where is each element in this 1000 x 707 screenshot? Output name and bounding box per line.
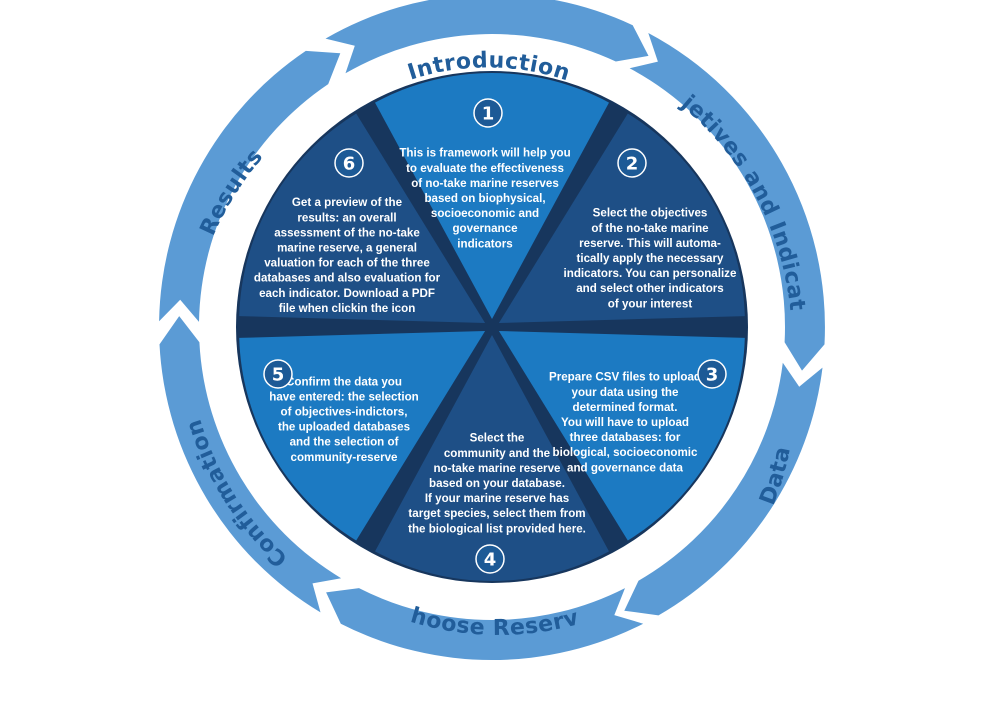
stage-arrow-1	[325, 0, 649, 74]
step-2-line: tically apply the necessary	[577, 252, 724, 265]
step-5-line: have entered: the selection	[269, 390, 418, 403]
stage-arrow-3	[624, 362, 823, 616]
step-1-line: to evaluate the effectiveness	[406, 162, 564, 175]
step-wedge-3	[498, 331, 745, 541]
step-6-line: marine reserve, a general	[277, 241, 417, 254]
step-badge-6	[334, 148, 364, 178]
step-2-line: of the no-take marine	[591, 222, 709, 235]
step-wedge-2	[498, 113, 745, 323]
step-badge-5	[263, 359, 293, 389]
step-number-2: 2	[626, 154, 639, 175]
step-1-line: indicators	[457, 237, 512, 250]
step-number-5: 5	[272, 365, 285, 386]
step-description-3: Prepare CSV files to upload your data usi…	[549, 371, 701, 475]
step-6-line: valuation for each of the three	[264, 257, 430, 270]
step-description-1: This is framework will help you to evalua…	[399, 147, 570, 251]
step-4-line: the biological list provided here.	[408, 522, 586, 535]
step-badge-1	[473, 98, 503, 128]
step-description-6: Get a preview of the results: an overall a…	[254, 196, 441, 315]
stage-arrow-4	[326, 588, 644, 661]
step-5-line: and the selection of	[290, 436, 399, 449]
step-2-line: reserve. This will automa-	[579, 237, 721, 250]
step-6-line: assessment of the no-take	[274, 226, 420, 239]
step-1-line: based on biophysical,	[424, 192, 545, 205]
step-3-line: biological, socioeconomic	[553, 446, 699, 459]
step-badge-4	[475, 544, 505, 574]
stage-arrow-5	[159, 316, 342, 613]
step-1-line: This is framework will help you	[399, 147, 570, 160]
stage-arrow-2	[629, 33, 825, 371]
step-3-line: your data using the	[572, 386, 679, 399]
step-wedge-1	[375, 72, 609, 319]
step-4-line: based on your database.	[429, 477, 565, 490]
step-number-1: 1	[482, 104, 495, 125]
step-1-line: governance	[452, 222, 518, 235]
step-1-line: of no-take marine reserves	[411, 177, 559, 190]
step-5-line: of objectives-indictors,	[281, 405, 408, 418]
step-number-6: 6	[343, 154, 356, 175]
step-3-line: three databases: for	[570, 431, 681, 444]
stage-arrow-6	[159, 50, 341, 322]
step-2-line: Select the objectives	[593, 207, 708, 220]
step-number-3: 3	[706, 365, 719, 386]
step-6-line: databases and also evaluation for	[254, 272, 441, 285]
step-description-2: Select the objectives of the no-take mari…	[564, 207, 737, 311]
step-wedge-6	[239, 113, 486, 323]
step-5-line: community-reserve	[291, 451, 399, 464]
step-description-4: Select the community and the no-take marin…	[408, 432, 586, 536]
step-4-line: no-take marine reserve	[434, 462, 562, 475]
step-4-line: community and the	[444, 447, 551, 460]
step-3-line: Prepare CSV files to upload	[549, 371, 701, 384]
step-6-line: file when clickin the icon	[279, 302, 416, 315]
step-3-line: determined format.	[572, 401, 677, 414]
step-6-line: results: an overall	[297, 211, 396, 224]
step-3-line: You will have to upload	[561, 416, 689, 429]
step-badge-2	[617, 148, 647, 178]
step-wedge-4	[375, 335, 609, 582]
step-description-5: Confirm the data you have entered: the se…	[269, 375, 418, 464]
step-4-line: If your marine reserve has	[425, 492, 569, 505]
step-6-line: each indicator. Download a PDF	[259, 287, 435, 300]
step-1-line: socioeconomic and	[431, 207, 539, 220]
step-2-line: of your interest	[608, 297, 693, 310]
step-wedge-5	[239, 331, 486, 541]
step-badge-3	[697, 359, 727, 389]
step-5-line: Confirm the data you	[286, 375, 402, 388]
step-number-4: 4	[484, 550, 497, 571]
step-4-line: Select the	[470, 432, 525, 445]
step-2-line: indicators. You can personalize	[564, 267, 737, 280]
step-4-line: target species, select them from	[408, 507, 585, 520]
step-3-line: and governance data	[567, 461, 684, 474]
step-5-line: the uploaded databases	[278, 421, 410, 434]
step-6-line: Get a preview of the	[292, 196, 403, 209]
step-2-line: and select other indicators	[576, 282, 724, 295]
